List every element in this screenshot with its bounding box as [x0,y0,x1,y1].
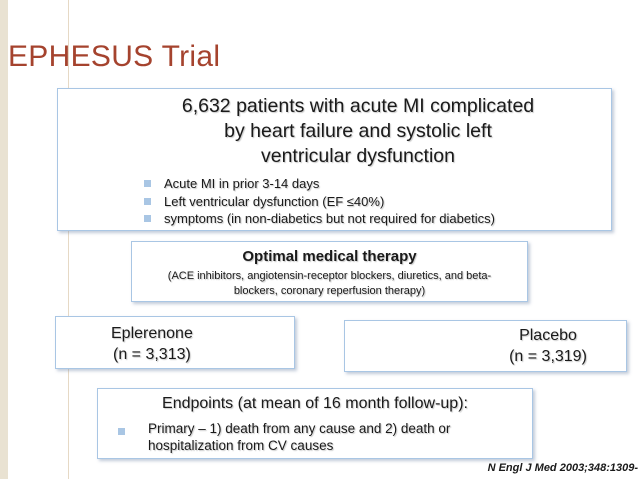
population-line: ventricular dysfunction [260,145,455,167]
citation: N Engl J Med 2003;348:1309- [487,462,638,474]
list-item: Acute MI in prior 3-14 days [144,175,495,193]
endpoint-line: hospitalization from CV causes [148,438,334,453]
population-box: 6,632 patients with acute MI complicated… [57,88,612,231]
primary-endpoint: Primary – 1) death from any cause and 2)… [118,420,548,454]
left-accent-bar [0,0,8,479]
criterion-text: symptoms (in non-diabetics but not requi… [164,211,495,226]
square-bullet-icon [144,215,151,222]
list-item: symptoms (in non-diabetics but not requi… [144,210,495,228]
square-bullet-icon [144,180,151,187]
population-line: by heart failure and systolic left [224,120,492,142]
criterion-text: Acute MI in prior 3-14 days [164,176,320,191]
endpoints-title: Endpoints (at mean of 16 month follow-up… [162,395,468,412]
therapy-desc-line: (ACE inhibitors, angiotensin-receptor bl… [167,270,492,282]
endpoints-box: Endpoints (at mean of 16 month follow-up… [97,388,533,459]
list-item: Left ventricular dysfunction (EF ≤40%) [144,193,495,211]
left-guide-line [68,0,69,479]
inclusion-criteria-list: Acute MI in prior 3-14 days Left ventric… [144,175,495,228]
arm-count: (n = 3,319) [509,348,587,365]
placebo-arm-label: Placebo (n = 3,319) [488,325,608,367]
eplerenone-arm-label: Eplerenone (n = 3,313) [111,323,193,365]
square-bullet-icon [118,428,125,435]
criterion-text: Left ventricular dysfunction (EF ≤40%) [164,193,385,209]
square-bullet-icon [144,197,151,205]
slide-title: EPHESUS Trial [8,40,221,73]
therapy-desc-line: blockers, coronary reperfusion therapy) [233,285,426,297]
arm-count: (n = 3,313) [113,346,191,363]
therapy-box: Optimal medical therapy (ACE inhibitors,… [131,241,528,302]
population-summary: 6,632 patients with acute MI complicated… [168,94,548,169]
endpoint-line: Primary – 1) death from any cause and 2)… [148,421,451,436]
therapy-title: Optimal medical therapy [242,248,417,265]
placebo-arm-box: Placebo (n = 3,319) [344,320,627,372]
population-line: 6,632 patients with acute MI complicated [181,95,535,117]
arm-name: Eplerenone [111,325,193,342]
eplerenone-arm-box: Eplerenone (n = 3,313) [55,316,295,369]
arm-name: Placebo [519,327,577,344]
therapy-description: (ACE inhibitors, angiotensin-receptor bl… [132,269,527,299]
